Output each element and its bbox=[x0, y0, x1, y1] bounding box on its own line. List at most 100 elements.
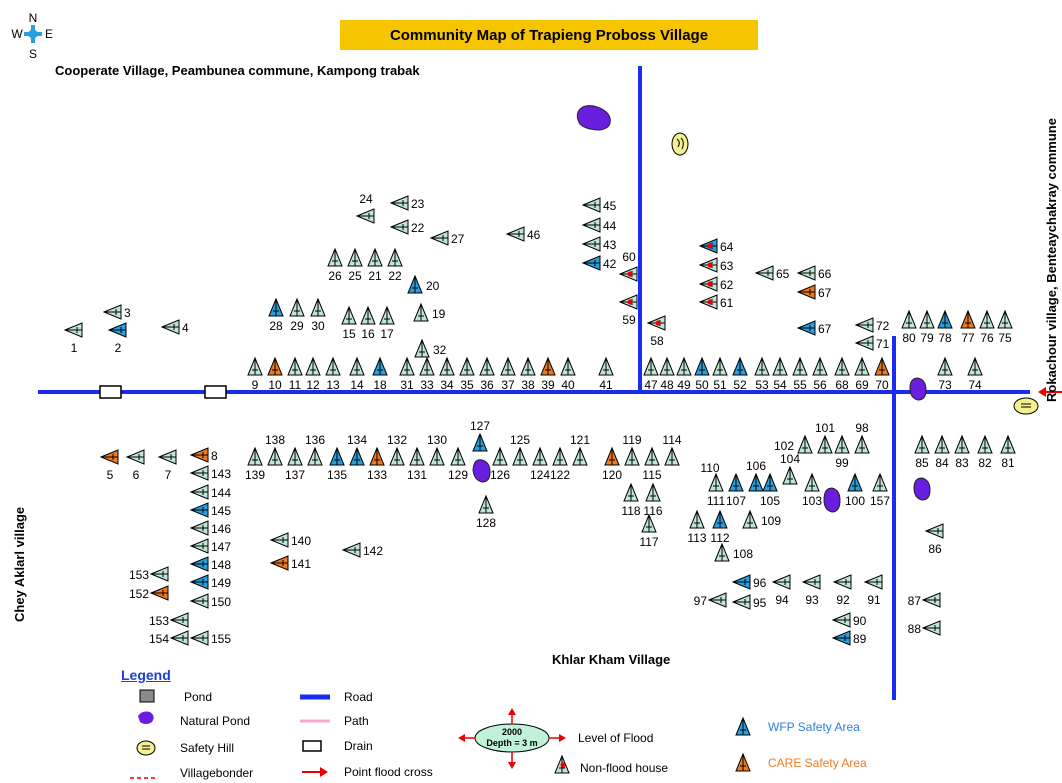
house-icon bbox=[731, 594, 751, 610]
safety-hills bbox=[671, 132, 1039, 415]
house-icon bbox=[872, 472, 888, 492]
house-number: 10 bbox=[268, 378, 282, 392]
house-icon bbox=[796, 320, 816, 336]
house-number: 75 bbox=[998, 331, 1012, 345]
house-number: 150 bbox=[211, 595, 231, 609]
house-icon bbox=[287, 356, 303, 376]
legend-wfp-icon bbox=[735, 716, 751, 736]
house-icon bbox=[731, 574, 751, 590]
house-icon bbox=[189, 593, 209, 609]
house-number: 125 bbox=[510, 433, 530, 447]
house-number: 118 bbox=[621, 504, 640, 518]
legend: Pond Natural Pond Safety Hill Villagebon… bbox=[130, 689, 867, 780]
house-number: 90 bbox=[853, 614, 867, 628]
house-number: 112 bbox=[710, 531, 729, 545]
legend-drain-icon bbox=[302, 740, 322, 752]
house-number: 132 bbox=[387, 433, 407, 447]
house-number: 99 bbox=[835, 456, 849, 470]
house-number: 40 bbox=[561, 378, 575, 392]
house-number: 98 bbox=[855, 421, 869, 435]
house-number: 136 bbox=[305, 433, 325, 447]
house-icon bbox=[367, 247, 383, 267]
house-icon bbox=[325, 356, 341, 376]
house-icon bbox=[429, 446, 445, 466]
natural-pond-center bbox=[472, 459, 491, 483]
house-number: 58 bbox=[650, 334, 664, 348]
house-number: 137 bbox=[285, 468, 305, 482]
house-icon bbox=[125, 449, 145, 465]
house-icon bbox=[834, 434, 850, 454]
house-icon bbox=[641, 513, 657, 533]
west-border-label: Chey Aklarl village bbox=[12, 507, 27, 622]
house-icon bbox=[149, 566, 169, 582]
house-icon bbox=[189, 574, 209, 590]
house-number: 144 bbox=[211, 486, 231, 500]
house-icon bbox=[269, 555, 289, 571]
safety-hill-east bbox=[1013, 397, 1039, 415]
house-icon bbox=[189, 538, 209, 554]
house-number: 152 bbox=[129, 587, 149, 601]
house-number: 5 bbox=[107, 468, 114, 482]
legend-non-flood-house-label: Non-flood house bbox=[580, 761, 668, 775]
house-icon bbox=[712, 356, 728, 376]
house-icon bbox=[419, 356, 435, 376]
house-number: 88 bbox=[908, 622, 922, 636]
house-icon bbox=[189, 520, 209, 536]
house-icon bbox=[581, 255, 601, 271]
legend-path-label: Path bbox=[344, 714, 369, 728]
house-number: 105 bbox=[760, 494, 780, 508]
house-number: 39 bbox=[541, 378, 555, 392]
legend-safety-hill-label: Safety Hill bbox=[180, 741, 234, 755]
house-number: 27 bbox=[451, 232, 465, 246]
house-icon bbox=[735, 752, 751, 772]
house-number: 50 bbox=[695, 378, 709, 392]
natural-ponds bbox=[472, 105, 931, 513]
house-icon bbox=[954, 434, 970, 454]
house-icon bbox=[748, 472, 764, 492]
legend-level-of-flood-label: Level of Flood bbox=[578, 731, 653, 745]
house-icon bbox=[762, 472, 778, 492]
drain-west bbox=[99, 385, 122, 399]
house-icon bbox=[797, 434, 813, 454]
house-number: 38 bbox=[521, 378, 535, 392]
house-icon bbox=[598, 356, 614, 376]
house-icon bbox=[554, 754, 570, 774]
house-number: 24 bbox=[359, 192, 373, 206]
house-number: 74 bbox=[968, 378, 982, 392]
house-icon bbox=[728, 472, 744, 492]
house-number: 107 bbox=[726, 494, 746, 508]
house-icon bbox=[532, 446, 548, 466]
point-flood-arrow bbox=[1038, 387, 1062, 397]
house-number: 143 bbox=[211, 467, 231, 481]
house-number: 68 bbox=[835, 378, 849, 392]
house-icon bbox=[99, 449, 119, 465]
house-number: 36 bbox=[480, 378, 494, 392]
house-icon bbox=[459, 356, 475, 376]
natural-pond-east-3 bbox=[913, 477, 931, 501]
house-icon bbox=[581, 197, 601, 213]
legend-flood-depth: Depth = 3 m bbox=[486, 738, 537, 748]
house-number: 83 bbox=[955, 456, 969, 470]
house-number: 76 bbox=[980, 331, 994, 345]
house-icon bbox=[708, 472, 724, 492]
house-icon bbox=[847, 472, 863, 492]
house-icon bbox=[160, 319, 180, 335]
house-icon bbox=[831, 612, 851, 628]
house-icon bbox=[796, 265, 816, 281]
house-number: 66 bbox=[818, 267, 832, 281]
house-number: 82 bbox=[978, 456, 992, 470]
house-icon bbox=[149, 585, 169, 601]
house-icon bbox=[901, 309, 917, 329]
house-icon bbox=[407, 274, 423, 294]
house-icon bbox=[505, 226, 525, 242]
compass-w: W bbox=[11, 27, 23, 41]
house-number: 71 bbox=[876, 337, 890, 351]
house-icon bbox=[157, 449, 177, 465]
house-number: 16 bbox=[361, 327, 375, 341]
house-number: 41 bbox=[599, 378, 613, 392]
house-icon bbox=[581, 236, 601, 252]
house-number: 28 bbox=[269, 319, 283, 333]
house-icon bbox=[676, 356, 692, 376]
house-icon bbox=[389, 219, 409, 235]
